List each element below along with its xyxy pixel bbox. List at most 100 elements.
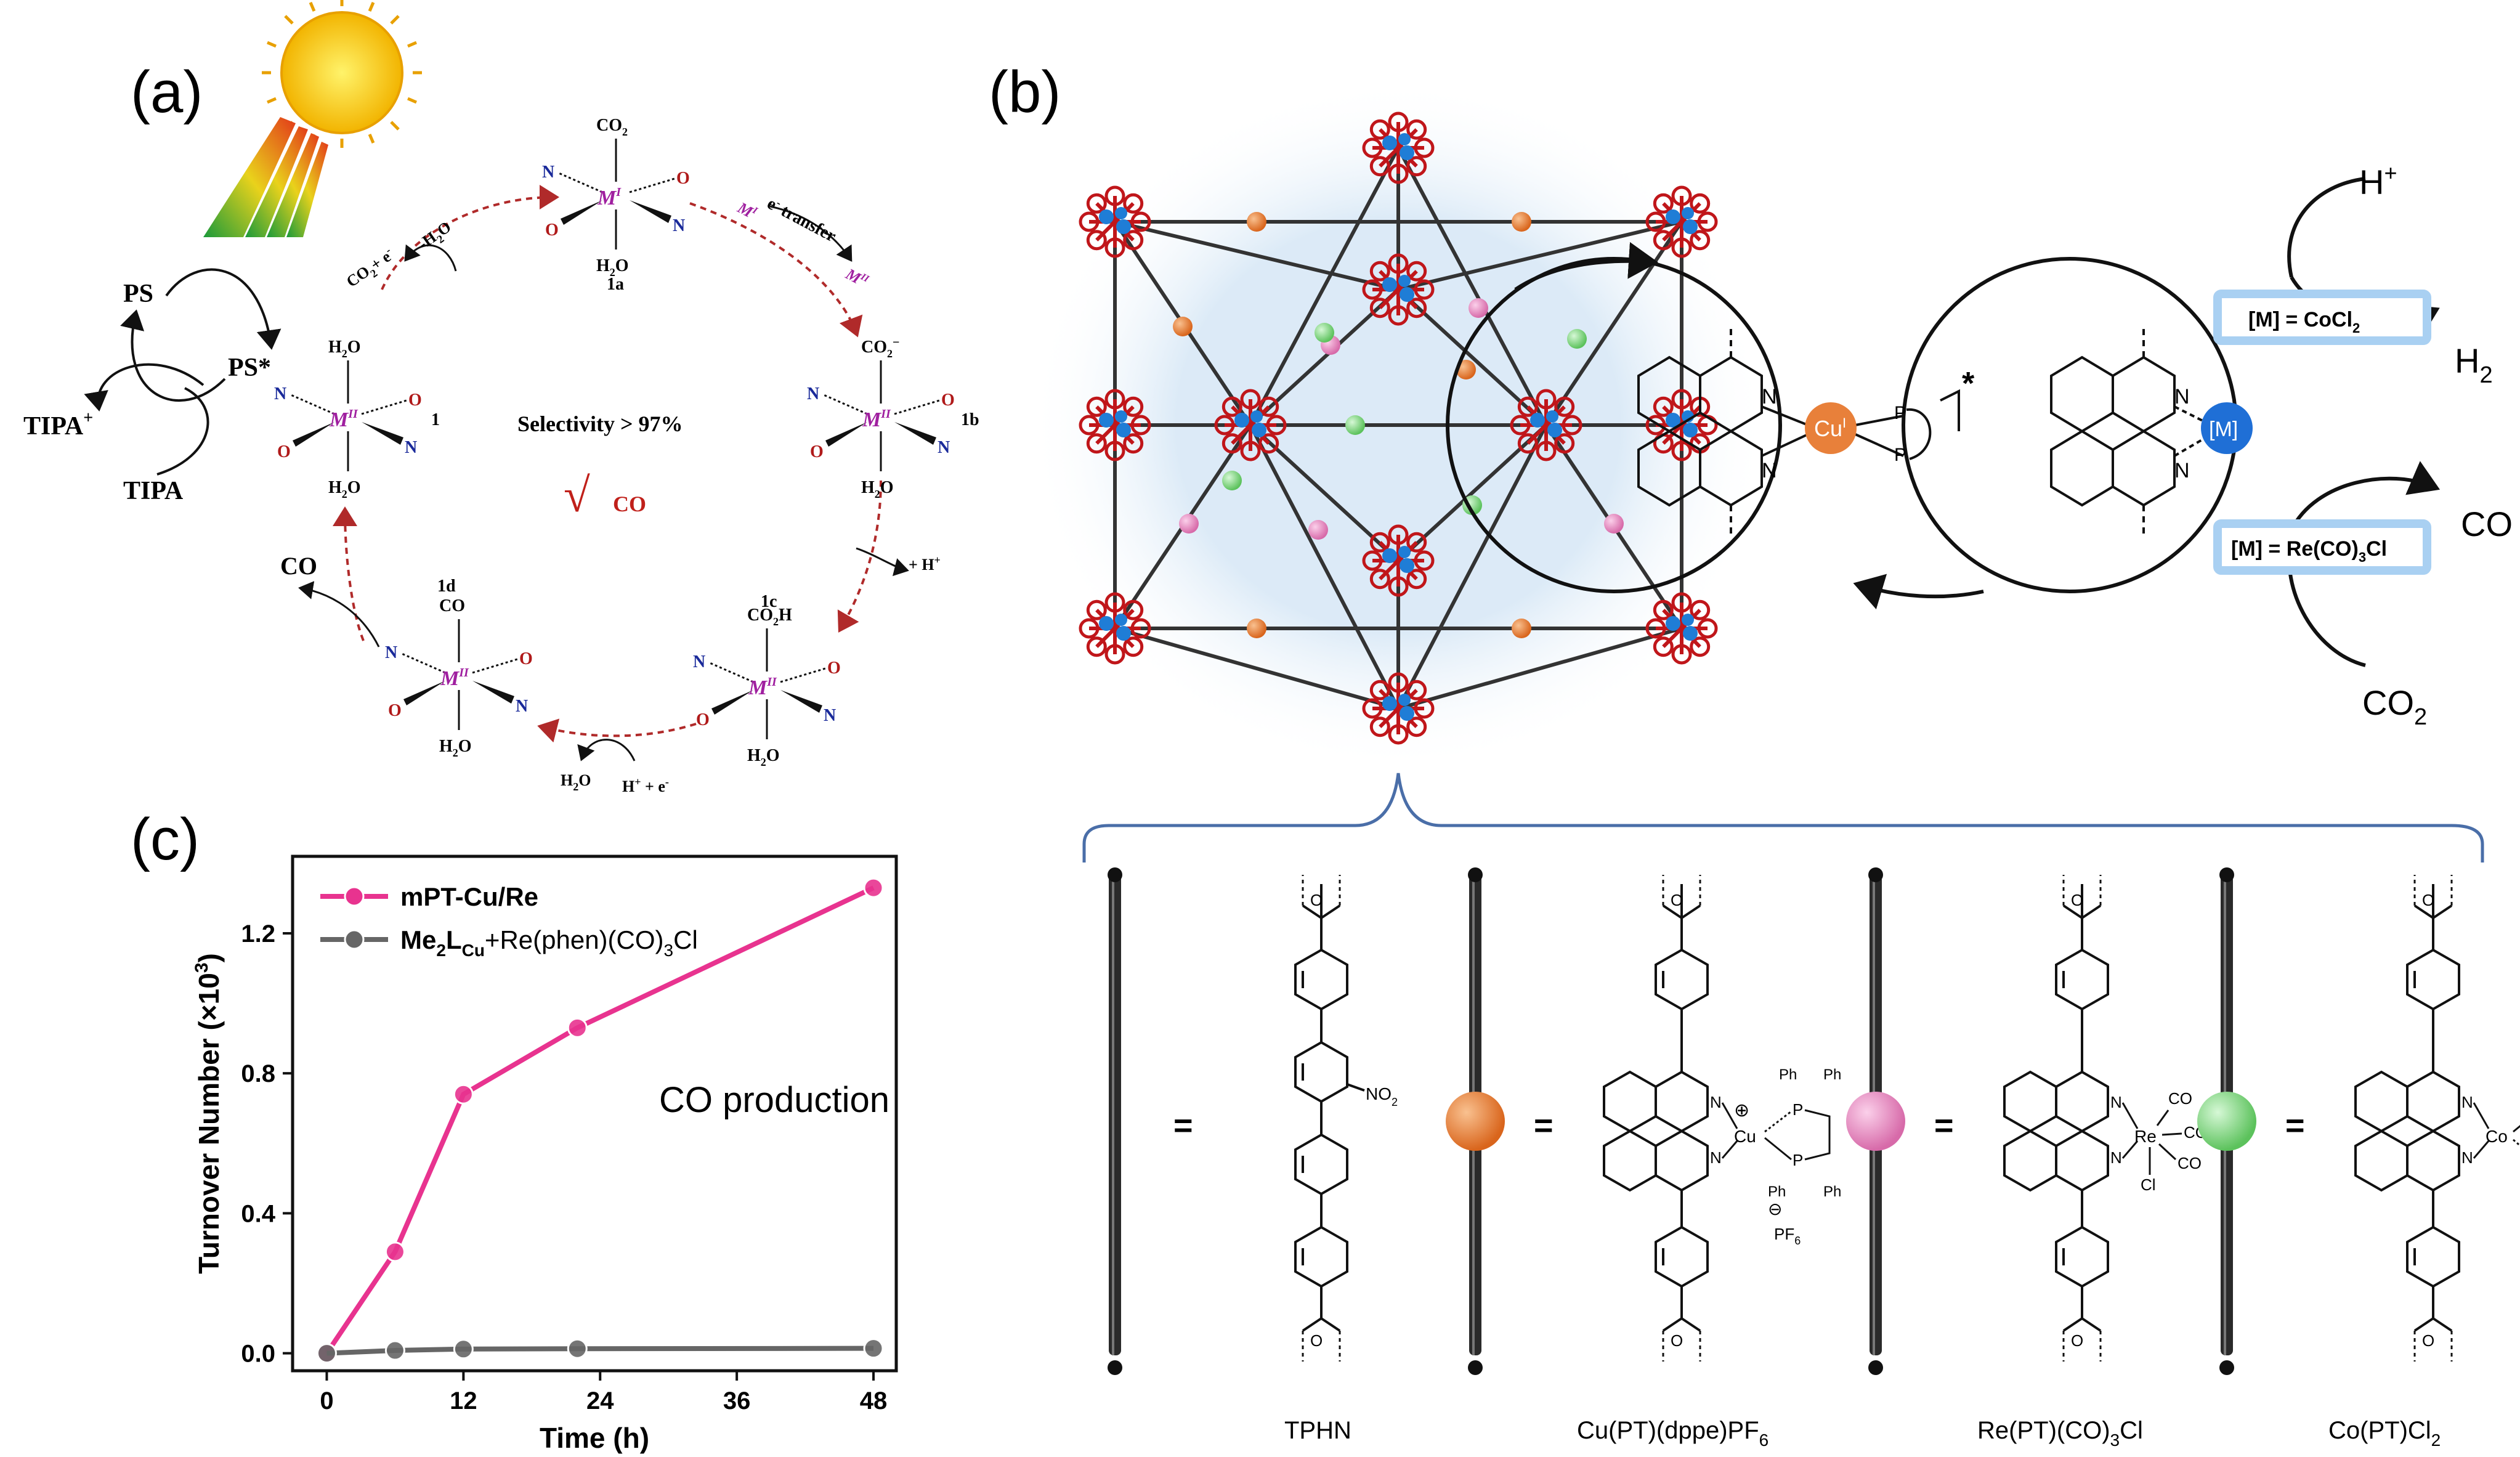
legend-marker [344, 929, 365, 950]
nitrogen-label: N [2461, 1148, 2473, 1167]
metal-center-label: MII [748, 675, 777, 699]
phenyl-label: Ph [1823, 1066, 1841, 1083]
y-tick-label: 1.2 [241, 920, 275, 948]
carbonyl-label: CO [2178, 1154, 2202, 1172]
top-ligand-label: CO2 [596, 116, 628, 138]
mof-structure [1029, 80, 1768, 770]
etransfer-text: e- transfer [764, 193, 840, 246]
h2-product: H2 [2455, 341, 2493, 388]
rod-end-icon [1108, 1360, 1122, 1375]
phenyl-label: Ph [1768, 1183, 1786, 1200]
linker-ball-icon [1512, 212, 1531, 232]
etransfer-m1: MI [734, 198, 760, 223]
metal-cluster-icon [1079, 185, 1151, 258]
phen-ring-icon [2003, 1070, 2057, 1133]
nitro-label: NO2 [1366, 1084, 1398, 1108]
step-co2-e: CO2+ e- [342, 244, 399, 294]
ligand-n-label: N [385, 643, 397, 662]
co-production-annotation: CO production [659, 1080, 889, 1120]
top-ligand-label: CO [439, 596, 465, 615]
ps-label: PS [123, 280, 153, 308]
phen-ring-icon [1655, 1129, 1709, 1192]
ligand-n-label: N [542, 163, 554, 182]
chloride-label: Cl [2141, 1175, 2156, 1194]
check-mark: √ [564, 468, 590, 522]
panel-label-c: (c) [131, 806, 200, 872]
oxygen-label: O [2422, 891, 2434, 909]
data-point [567, 1338, 588, 1359]
mof-link [1114, 220, 1399, 291]
phen-ring-icon [2055, 1129, 2109, 1192]
ligand-n-label: N [938, 438, 950, 457]
selectivity-text: Selectivity > 97% [517, 412, 683, 436]
nitrogen-label: N [1710, 1093, 1722, 1111]
phen-ring-icon [2354, 1129, 2409, 1192]
p-label-1: P [1894, 403, 1906, 423]
bottom-ligand-label: H2O [328, 478, 361, 500]
metal-cluster-icon [1362, 524, 1435, 597]
box-cocl2-text: [M] = CoCl2 [2248, 308, 2360, 336]
complex-id-label: 1a [607, 275, 624, 294]
phenyl-label: Ph [1823, 1183, 1841, 1200]
linker-ball-icon [1179, 514, 1199, 534]
bottom-ligand-label: H2O [747, 746, 780, 768]
linker-ball-icon [1247, 619, 1266, 638]
co-out-label: CO [280, 552, 317, 580]
metal-cluster-icon [1510, 389, 1582, 461]
ligand-o-label: O [810, 442, 824, 461]
data-point [384, 1241, 405, 1262]
panel-label-a: (a) [131, 59, 203, 125]
plot-frame [291, 854, 898, 1373]
expansion-brace [1082, 773, 2484, 862]
complex-id-label: 1 [431, 410, 440, 429]
data-point [453, 1084, 474, 1105]
ligand-o-label: O [696, 710, 710, 729]
sun-icon [262, 0, 422, 148]
ps-star-label: PS* [228, 354, 271, 382]
linker-ball-icon [1469, 298, 1488, 318]
mof-link [1544, 221, 1683, 426]
light-rays-icon [203, 117, 328, 237]
legend-label-1: Me2LCu+Re(phen)(CO)3Cl [400, 925, 698, 960]
linker-center-ball-icon [1446, 1092, 1505, 1151]
mof-link [1396, 424, 1548, 710]
linker-ball-icon [1456, 360, 1476, 379]
x-tick-label: 36 [723, 1387, 751, 1414]
ligand-column: =ONNCoClClOCo(PT)Cl2 [2197, 867, 2520, 1450]
panel-label-b: (b) [989, 59, 1061, 125]
metal-cluster-icon [1362, 253, 1435, 326]
series-line-1 [326, 1345, 874, 1356]
box-re-text: [M] = Re(CO)3Cl [2231, 537, 2387, 565]
rod-end-icon [1868, 1360, 1883, 1375]
h-plus-reactant: H+ [2359, 160, 2397, 201]
cu-center-label: CuI [1814, 415, 1846, 441]
metal-center-label: MII [862, 407, 891, 431]
data-point [567, 1017, 588, 1038]
equals-sign: = [2285, 1107, 2305, 1144]
m-center-icon [2201, 402, 2253, 454]
complex-id-label: 1c [761, 592, 777, 611]
step-h2o: -H2O [415, 217, 456, 256]
oxygen-label: O [1671, 1331, 1683, 1350]
nitrogen-label: N [2110, 1093, 2122, 1111]
complex-id-label: 1d [437, 577, 456, 596]
h2o-out: H2O [561, 771, 591, 793]
h-plus-step: + H+ [909, 554, 941, 574]
metal-cluster-icon [1079, 389, 1151, 461]
equals-sign: = [1534, 1107, 1554, 1144]
ligand-o-label: O [388, 701, 402, 720]
complex-id-label: 1b [961, 410, 979, 429]
linker-rod-icon [1109, 875, 1121, 1355]
co2-reactant: CO2 [2362, 683, 2427, 730]
linker-ball-icon [1512, 619, 1531, 638]
ligand-n-label: N [673, 216, 685, 235]
x-tick-label: 12 [450, 1387, 477, 1414]
y-axis-label: Turnover Number (×103) [192, 953, 225, 1274]
oxygen-label: O [2071, 891, 2083, 909]
data-point [316, 1343, 337, 1364]
